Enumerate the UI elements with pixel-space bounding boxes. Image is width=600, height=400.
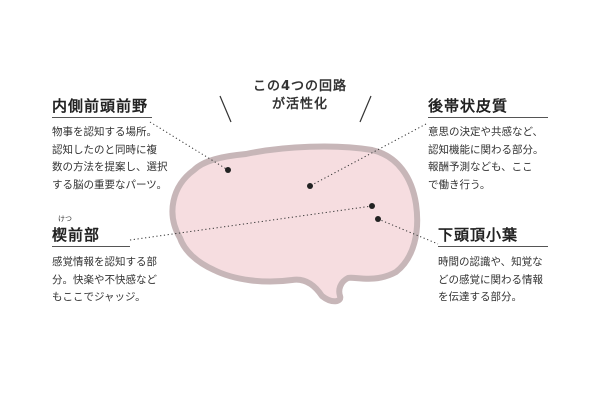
region-title-precuneus: 楔前部 (52, 226, 101, 244)
region-rule-inferior-parietal (438, 246, 548, 247)
region-title-posterior-cingulate: 後帯状皮質 (428, 97, 509, 115)
headline-slash-left (219, 95, 232, 123)
desc-line: 物事を認知する場所。 (52, 126, 157, 138)
desc-line: 感覚情報を認知する部 (52, 256, 157, 268)
desc-line: どの感覚に関わる情報 (438, 273, 543, 286)
dot-precuneus (369, 203, 375, 209)
desc-line: 意思の決定や共感など、 (428, 126, 543, 138)
headline-line-2: が活性化 (271, 97, 328, 112)
dot-posterior-cingulate (307, 183, 313, 189)
region-desc-precuneus: 感覚情報を認知する部 分。快楽や不快感など もここでジャッジ。 (52, 254, 157, 307)
headline-line-1: この4つの回路 (252, 79, 348, 94)
leader-line-precuneus (129, 205, 373, 241)
region-ruby-precuneus: けつ (58, 215, 72, 223)
region-rule-posterior-cingulate (428, 117, 548, 118)
dot-inferior-parietal (375, 216, 381, 222)
region-desc-medial-prefrontal: 物事を認知する場所。 認知したのと同時に複 数の方法を提案し、選択 する脳の重要… (52, 124, 168, 194)
desc-line: 数の方法を提案し、選択 (52, 161, 168, 173)
brain-shape (169, 143, 421, 305)
region-desc-inferior-parietal: 時間の認識や、知覚な どの感覚に関わる情報 を伝達する部分。 (438, 254, 543, 307)
desc-line: で働き行う。 (428, 178, 491, 191)
desc-line: もここでジャッジ。 (52, 291, 146, 303)
desc-line: する脳の重要なパーツ。 (52, 178, 167, 191)
region-title-inferior-parietal: 下頭頂小葉 (438, 226, 519, 244)
region-desc-posterior-cingulate: 意思の決定や共感など、 認知機能に関わる部分。 報酬予測なども、ここ で働き行う… (428, 124, 544, 194)
leader-line-posterior-cingulate (309, 123, 427, 187)
region-rule-precuneus (52, 246, 130, 247)
desc-line: 認知機能に関わる部分。 (428, 143, 544, 156)
desc-line: 認知したのと同時に複 (52, 143, 157, 156)
desc-line: 時間の認識や、知覚な (438, 256, 543, 268)
leader-line-medial-prefrontal (149, 121, 229, 171)
dot-medial-prefrontal (225, 167, 231, 173)
desc-line: 報酬予測なども、ここ (428, 161, 533, 173)
desc-line: を伝達する部分。 (438, 291, 522, 303)
desc-line: 分。快楽や不快感など (52, 273, 157, 286)
headline: この4つの回路 が活性化 (200, 78, 400, 114)
leader-line-inferior-parietal (377, 218, 439, 245)
region-title-medial-prefrontal: 内側前頭前野 (52, 97, 149, 115)
region-rule-medial-prefrontal (52, 117, 152, 118)
headline-slash-right (359, 95, 372, 123)
